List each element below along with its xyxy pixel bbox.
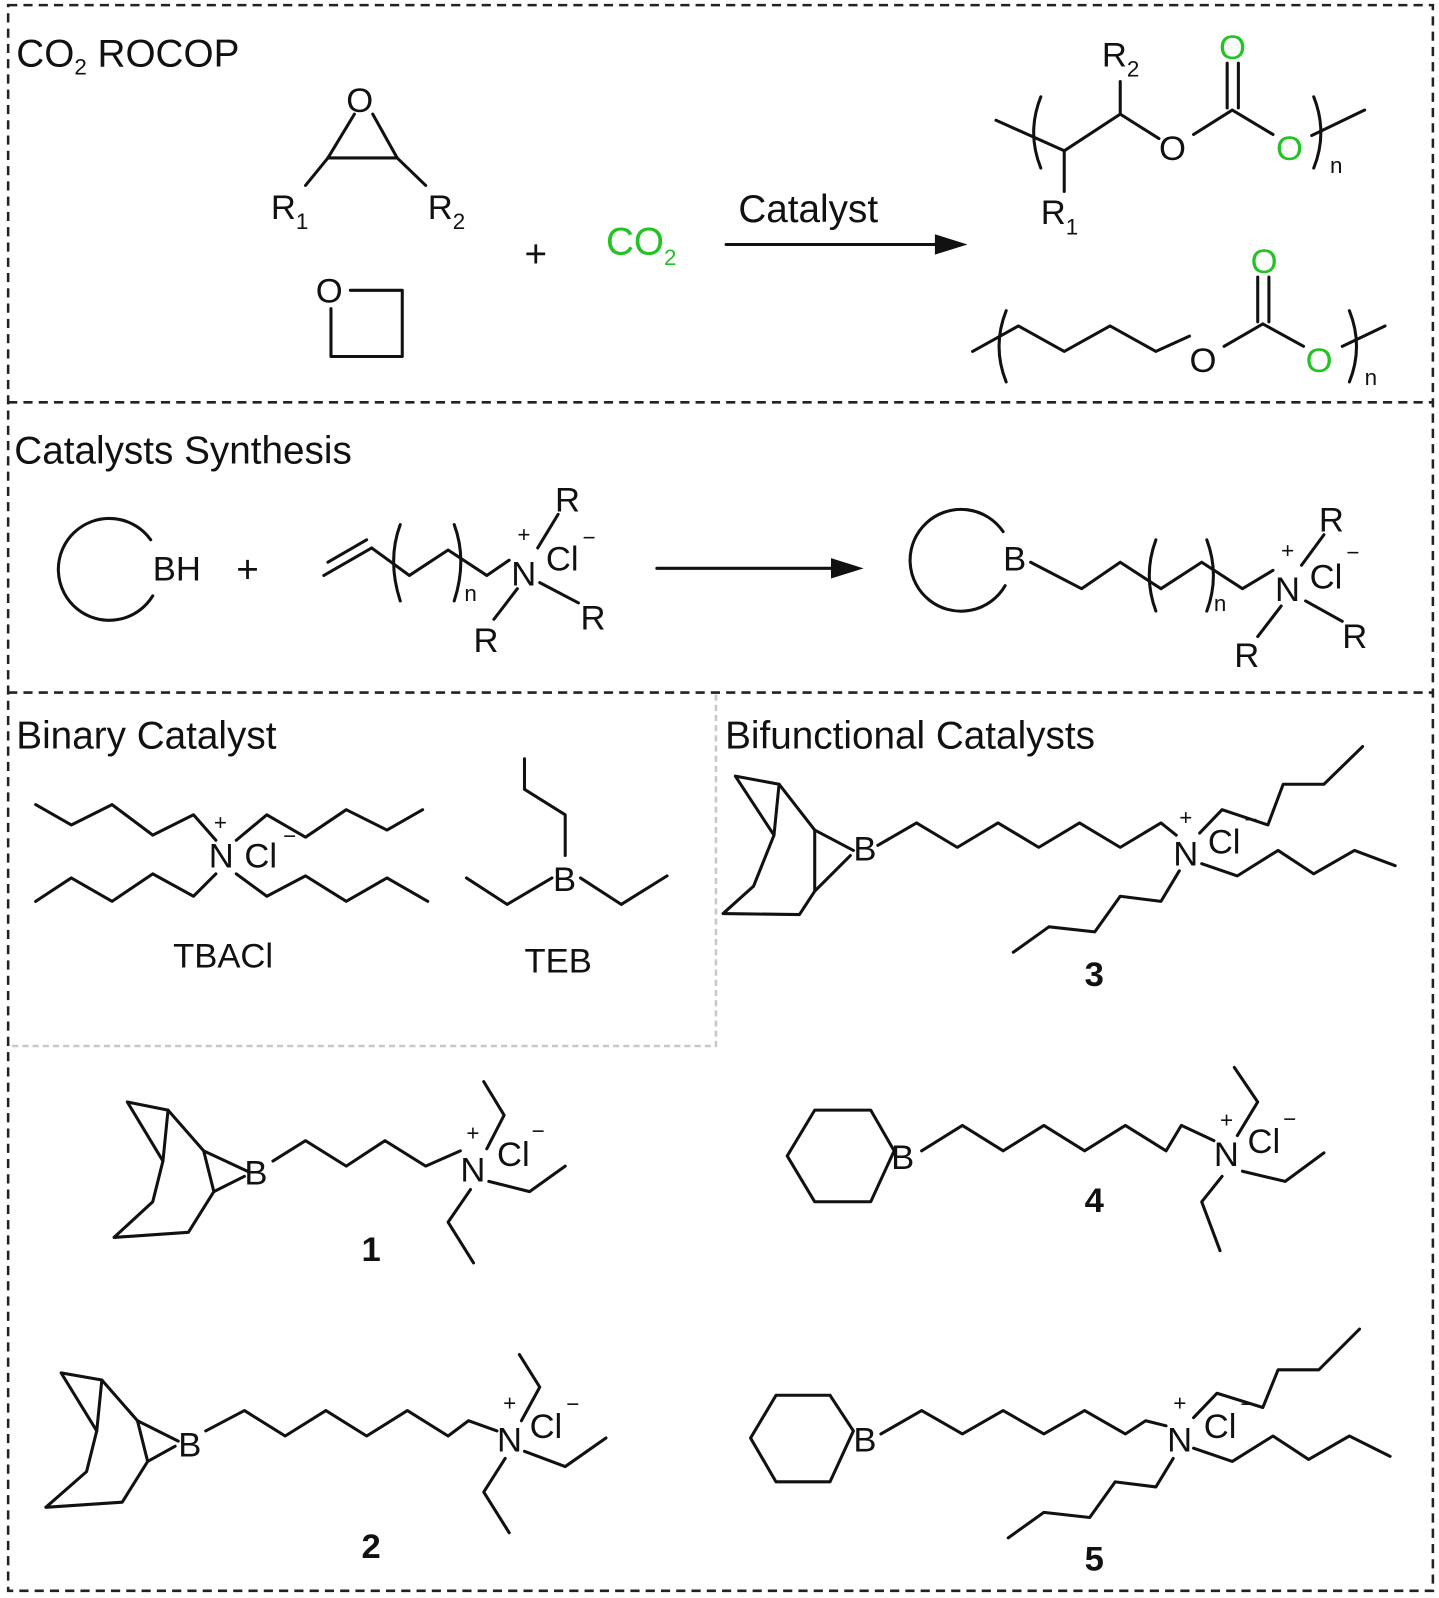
plus-sign-2: +: [236, 549, 259, 592]
svg-text:+: +: [1281, 538, 1294, 563]
svg-text:n: n: [1214, 591, 1226, 616]
svg-text:O: O: [1219, 29, 1246, 67]
svg-text:N: N: [1275, 571, 1300, 609]
svg-text:R: R: [474, 622, 499, 660]
svg-text:−: −: [1283, 1106, 1296, 1131]
svg-text:n: n: [464, 581, 476, 606]
svg-text:O: O: [1159, 130, 1186, 168]
borane-reagent: BH: [56, 516, 201, 622]
svg-text:+: +: [1173, 1391, 1186, 1416]
svg-text:+: +: [466, 1121, 479, 1146]
svg-text:O: O: [1276, 130, 1303, 168]
svg-text:4: 4: [1085, 1182, 1105, 1220]
svg-text:B: B: [853, 831, 876, 869]
svg-text:N: N: [497, 1421, 522, 1459]
svg-text:R2: R2: [1102, 36, 1139, 81]
epoxide: O R1 R2: [271, 82, 465, 234]
svg-text:+: +: [517, 522, 530, 547]
bifunctional-product: B n N + Cl − R R R: [908, 502, 1367, 675]
polycarbonate-oxetane: O O O n: [971, 243, 1387, 390]
svg-text:R: R: [555, 481, 580, 519]
bifunctional-title: Bifunctional Catalysts: [725, 715, 1095, 758]
svg-text:B: B: [891, 1139, 914, 1177]
catalyst-3: B N + Cl − 3: [721, 745, 1397, 994]
outer-frame: [6, 3, 1435, 1593]
binary-box: [8, 694, 718, 1048]
svg-text:2: 2: [362, 1528, 381, 1566]
synthesis-arrow: [655, 558, 864, 579]
svg-text:B: B: [1003, 540, 1026, 578]
svg-text:B: B: [178, 1426, 201, 1464]
oxetane: O: [316, 273, 404, 359]
svg-text:Cl: Cl: [1208, 823, 1241, 861]
rocop-title: CO2 ROCOP: [16, 32, 239, 79]
svg-text:B: B: [553, 861, 576, 899]
svg-text:N: N: [460, 1151, 485, 1189]
teb: B TEB: [464, 757, 669, 981]
svg-text:N: N: [209, 838, 234, 876]
svg-text:R2: R2: [428, 189, 465, 234]
svg-text:N: N: [1173, 836, 1198, 874]
svg-text:R: R: [1319, 502, 1344, 540]
svg-text:Cl: Cl: [1310, 559, 1343, 597]
svg-text:O: O: [316, 273, 343, 311]
svg-text:O: O: [1306, 342, 1333, 380]
svg-text:Cl: Cl: [530, 1408, 563, 1446]
svg-text:N: N: [511, 556, 536, 594]
svg-text:TBACl: TBACl: [173, 938, 273, 976]
svg-text:−: −: [566, 1392, 579, 1417]
svg-text:Cl: Cl: [546, 540, 579, 578]
svg-text:−: −: [583, 525, 596, 550]
allyl-ammonium: n N + Cl − R R R: [322, 481, 605, 660]
binary-title: Binary Catalyst: [16, 715, 276, 758]
svg-text:−: −: [1346, 540, 1359, 565]
catalyst-4: B N + Cl − 4: [785, 1065, 1326, 1253]
svg-text:R: R: [1234, 637, 1259, 675]
svg-text:+: +: [1179, 805, 1192, 830]
svg-text:Catalyst: Catalyst: [738, 188, 878, 231]
svg-text:R1: R1: [1041, 194, 1078, 239]
svg-text:Cl: Cl: [1248, 1123, 1281, 1161]
catalyst-2: B N + Cl − 2: [44, 1353, 608, 1566]
svg-text:+: +: [214, 810, 227, 835]
svg-text:−: −: [532, 1119, 545, 1144]
plus-sign: +: [524, 233, 547, 276]
reaction-arrow: Catalyst: [724, 188, 968, 255]
svg-text:TEB: TEB: [524, 943, 591, 981]
svg-text:1: 1: [362, 1231, 381, 1269]
synthesis-title: Catalysts Synthesis: [14, 429, 352, 472]
svg-text:R: R: [580, 599, 605, 637]
svg-text:n: n: [1365, 365, 1377, 390]
svg-text:N: N: [1167, 1421, 1192, 1459]
tbacl: N + Cl − TBACl: [34, 803, 430, 976]
svg-text:N: N: [1214, 1136, 1239, 1174]
co2-reagent: CO2: [606, 221, 676, 270]
svg-text:R: R: [1342, 618, 1367, 656]
svg-text:Cl: Cl: [1204, 1408, 1237, 1446]
svg-text:Cl: Cl: [244, 838, 277, 876]
catalyst-1: B N + Cl − 1: [112, 1080, 567, 1269]
svg-text:n: n: [1330, 153, 1342, 178]
svg-text:+: +: [1220, 1107, 1233, 1132]
polycarbonate-epoxide: O O O n R2 R1: [994, 29, 1367, 239]
svg-text:O: O: [346, 82, 373, 120]
svg-text:O: O: [1251, 243, 1278, 281]
svg-text:Cl: Cl: [497, 1136, 530, 1174]
svg-text:O: O: [1189, 342, 1216, 380]
svg-text:5: 5: [1085, 1540, 1104, 1578]
svg-text:+: +: [503, 1391, 516, 1416]
svg-text:B: B: [244, 1154, 267, 1192]
svg-text:3: 3: [1085, 956, 1104, 994]
svg-text:BH: BH: [153, 551, 201, 589]
svg-text:R1: R1: [271, 189, 308, 234]
svg-text:B: B: [853, 1421, 876, 1459]
catalyst-5: B N + Cl − 5: [749, 1327, 1392, 1578]
